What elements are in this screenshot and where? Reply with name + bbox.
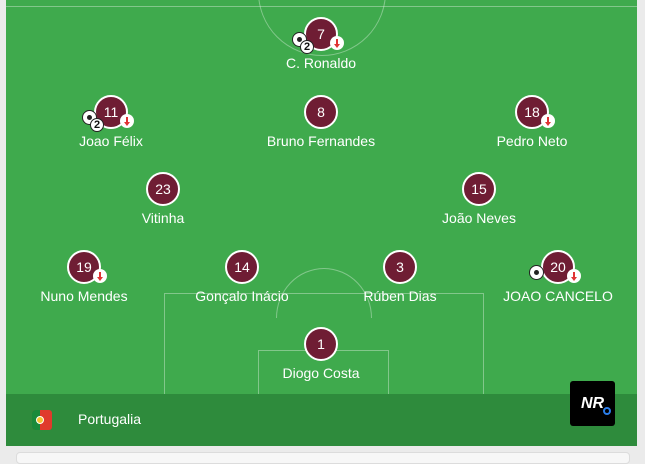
player-number: 7 bbox=[317, 26, 325, 42]
player-name: C. Ronaldo bbox=[285, 55, 357, 71]
player-number: 23 bbox=[155, 181, 171, 197]
player-number: 11 bbox=[103, 104, 119, 120]
pitch: 7 2 C. Ronaldo 11 2 Joao Félix 8 Bruno F… bbox=[6, 0, 637, 394]
nr-logo-icon: NR bbox=[570, 381, 615, 426]
player-number: 20 bbox=[550, 259, 566, 275]
player-goncalo-inacio[interactable]: 14 Gonçalo Inácio bbox=[162, 250, 322, 304]
player-name: Rúben Dias bbox=[363, 288, 437, 304]
team-name: Portugalia bbox=[78, 411, 142, 427]
player-number-badge: 14 bbox=[225, 250, 259, 284]
player-joao-felix[interactable]: 11 2 Joao Félix bbox=[31, 95, 191, 149]
player-name: JOAO CANCELO bbox=[503, 288, 613, 304]
player-pedro-neto[interactable]: 18 Pedro Neto bbox=[452, 95, 612, 149]
substitution-off-icon bbox=[330, 36, 344, 50]
player-number: 15 bbox=[471, 181, 487, 197]
player-number: 19 bbox=[76, 259, 92, 275]
player-name: Gonçalo Inácio bbox=[195, 288, 289, 304]
portugal-flag-icon bbox=[32, 410, 52, 430]
player-number: 1 bbox=[317, 336, 325, 352]
player-number-badge: 8 bbox=[304, 95, 338, 129]
player-name: Joao Félix bbox=[79, 133, 143, 149]
substitution-off-icon bbox=[120, 114, 134, 128]
player-number-badge: 19 bbox=[67, 250, 107, 284]
goal-count: 2 bbox=[90, 118, 104, 132]
player-joao-cancelo[interactable]: 20 JOAO CANCELO bbox=[478, 250, 637, 304]
player-vitinha[interactable]: 23 Vitinha bbox=[83, 172, 243, 226]
player-number-badge: 18 bbox=[515, 95, 555, 129]
player-name: Diogo Costa bbox=[282, 365, 360, 381]
player-joao-neves[interactable]: 15 João Neves bbox=[399, 172, 559, 226]
goal-count: 2 bbox=[300, 40, 314, 54]
player-ronaldo[interactable]: 7 2 C. Ronaldo bbox=[241, 17, 401, 71]
player-number: 3 bbox=[396, 259, 404, 275]
substitution-off-icon bbox=[541, 114, 555, 128]
player-number-badge: 1 bbox=[304, 327, 338, 361]
player-number-badge: 15 bbox=[462, 172, 496, 206]
player-name: João Neves bbox=[442, 210, 516, 226]
player-number-badge: 20 bbox=[529, 250, 581, 284]
substitution-off-icon bbox=[567, 269, 581, 283]
player-number-badge: 23 bbox=[146, 172, 180, 206]
player-number: 14 bbox=[234, 259, 250, 275]
player-bruno-fernandes[interactable]: 8 Bruno Fernandes bbox=[241, 95, 401, 149]
player-name: Pedro Neto bbox=[496, 133, 568, 149]
player-number: 18 bbox=[524, 104, 540, 120]
player-number: 8 bbox=[317, 104, 325, 120]
player-ruben-dias[interactable]: 3 Rúben Dias bbox=[320, 250, 480, 304]
player-nuno-mendes[interactable]: 19 Nuno Mendes bbox=[6, 250, 164, 304]
player-name: Vitinha bbox=[141, 210, 185, 226]
player-name: Nuno Mendes bbox=[40, 288, 128, 304]
next-card-edge bbox=[16, 452, 630, 464]
player-number-badge: 11 2 bbox=[82, 95, 134, 132]
player-number-badge: 3 bbox=[383, 250, 417, 284]
substitution-off-icon bbox=[93, 269, 107, 283]
player-number-badge: 7 2 bbox=[292, 17, 344, 54]
goal-ball-icon bbox=[529, 265, 544, 280]
player-name: Bruno Fernandes bbox=[266, 133, 376, 149]
logo-text: NR bbox=[580, 395, 605, 412]
player-diogo-costa[interactable]: 1 Diogo Costa bbox=[241, 327, 401, 381]
team-footer: Portugalia bbox=[6, 394, 637, 446]
